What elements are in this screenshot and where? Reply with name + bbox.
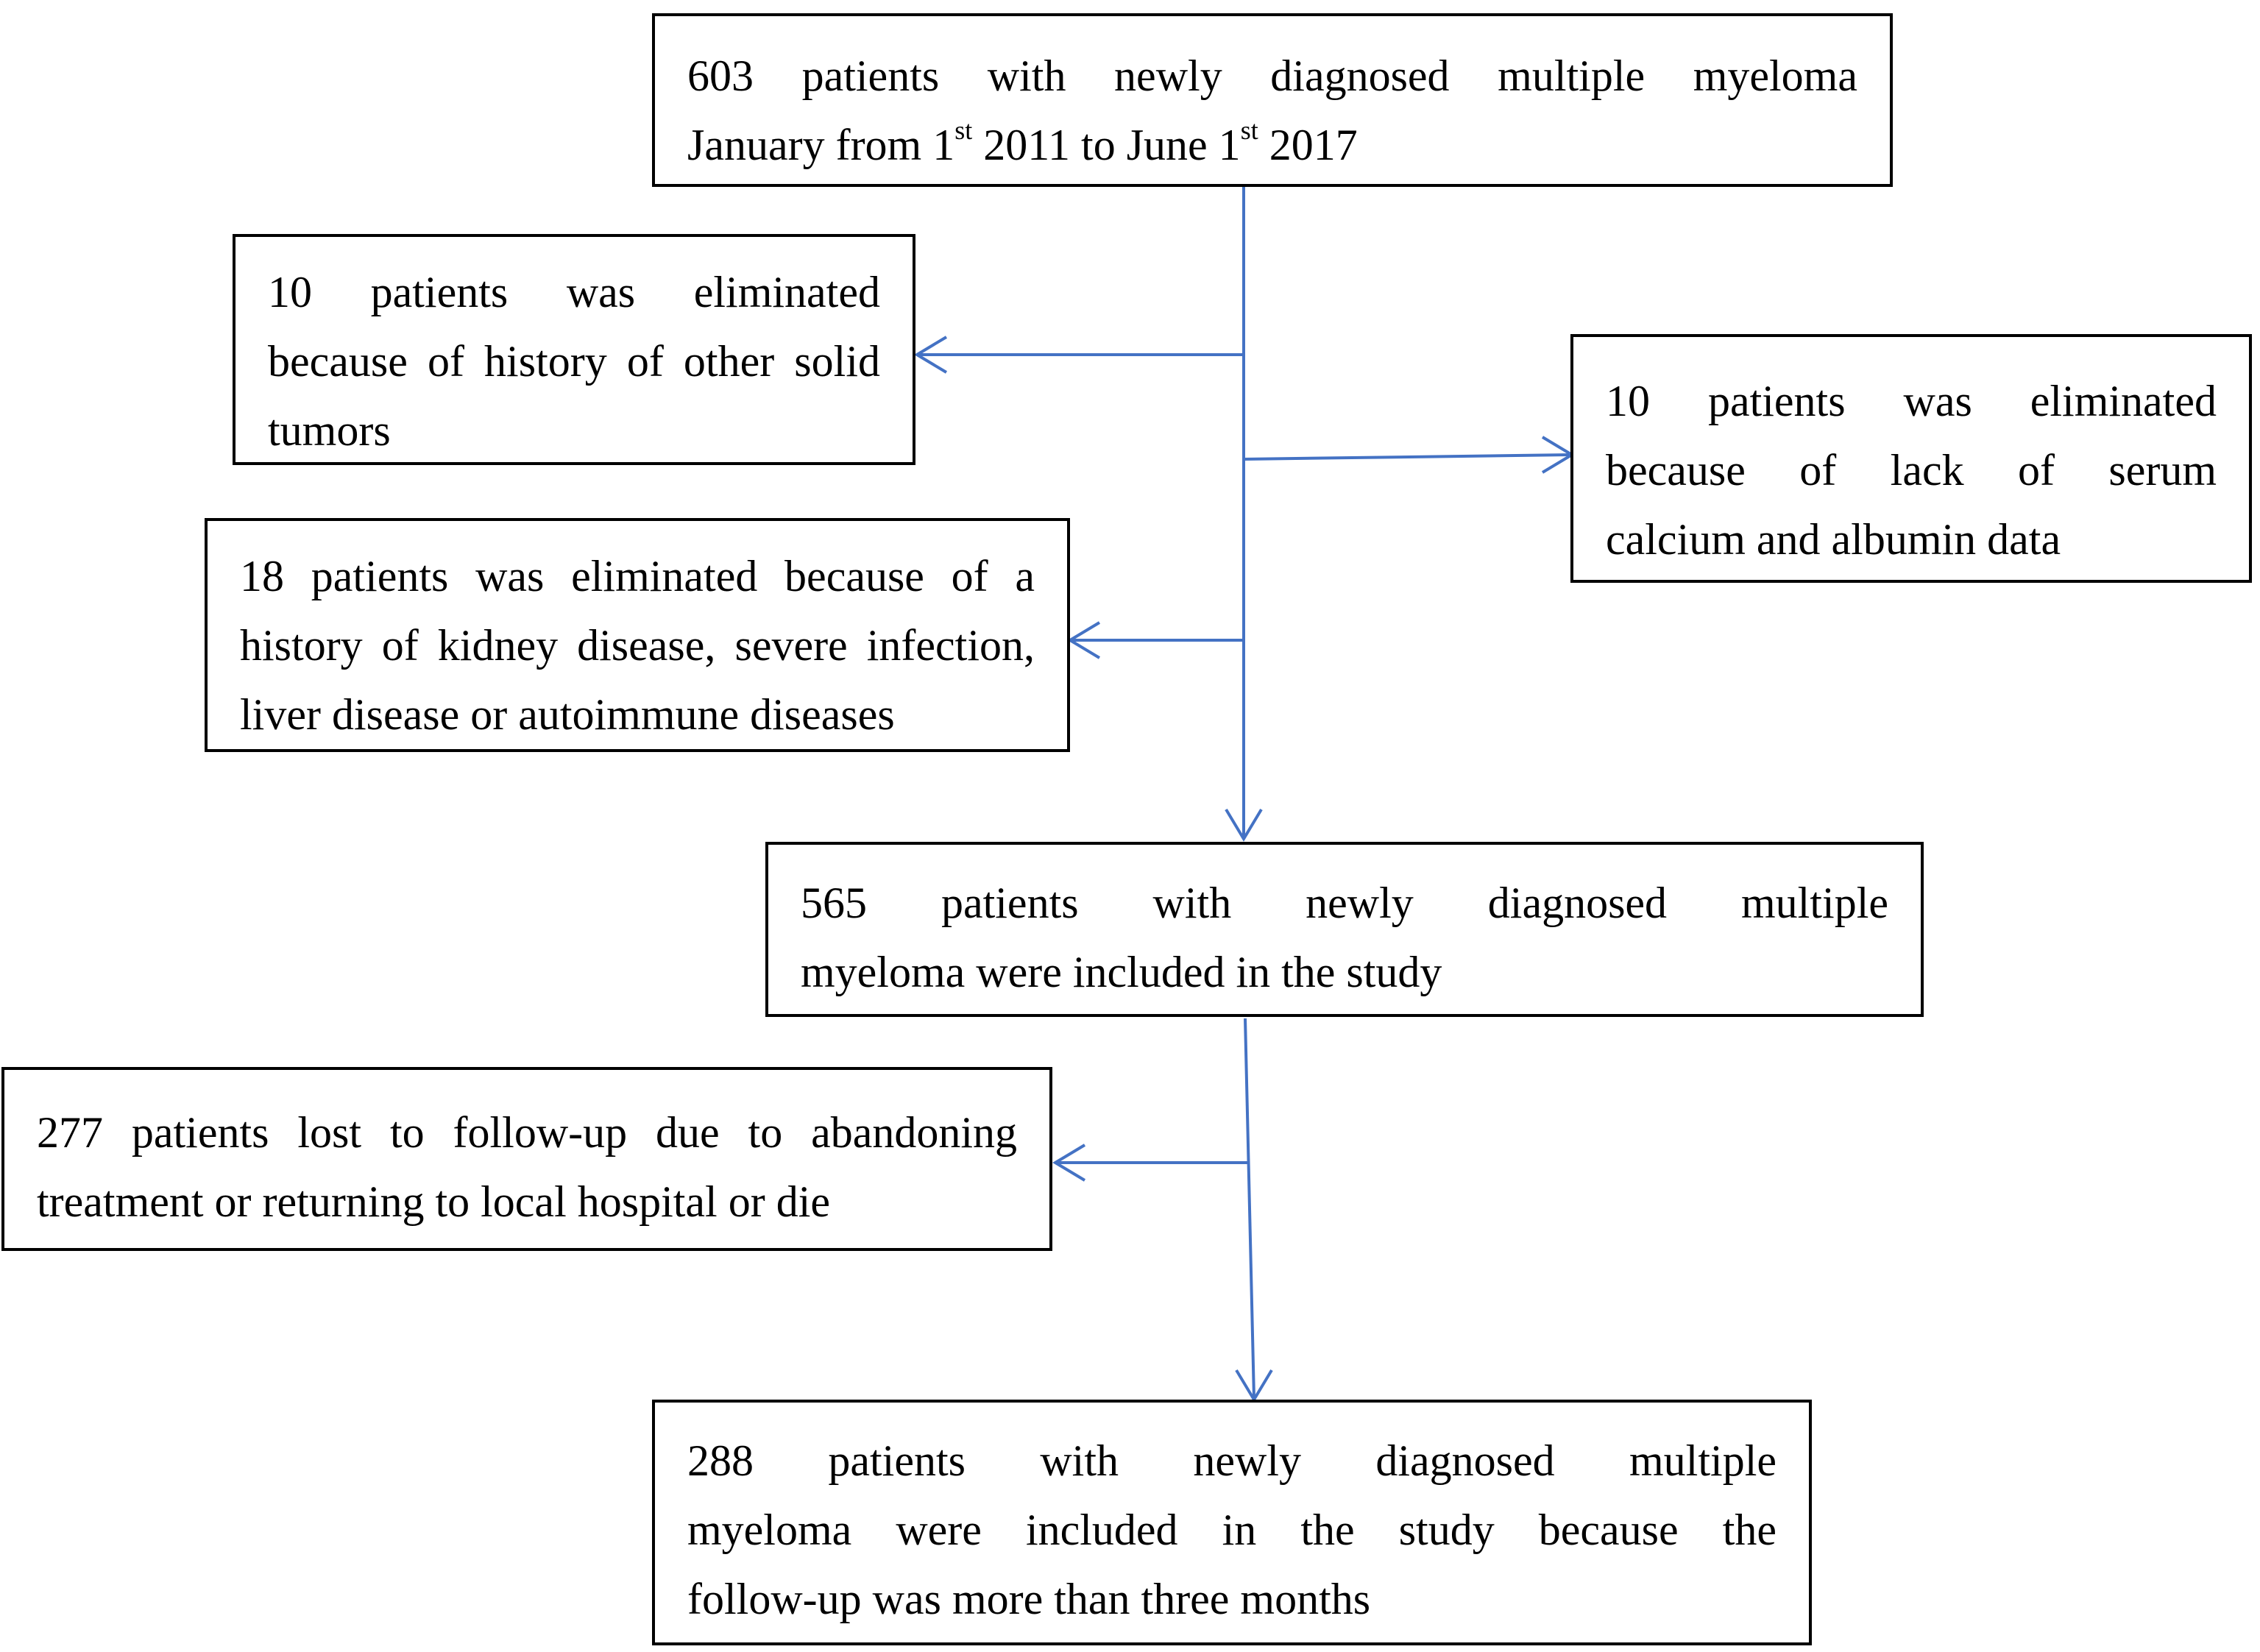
exclusion-box-kidney: 18 patients was eliminated because of a … bbox=[205, 518, 1070, 752]
kidney-line-2: history of kidney disease, severe infect… bbox=[240, 621, 1035, 670]
lost-followup-line-1: 277 patients lost to follow-up due to ab… bbox=[37, 1108, 1017, 1157]
solid-tumors-line-2: because of history of other solid bbox=[268, 337, 880, 386]
arrowhead-to-included bbox=[1225, 808, 1263, 842]
calcium-line-1: 10 patients was eliminated bbox=[1606, 377, 2217, 425]
arrowhead-to-kidney bbox=[1067, 621, 1101, 659]
start-line-2-sup-2: st bbox=[1240, 116, 1258, 145]
final-box: 288 patients with newly diagnosed multip… bbox=[652, 1400, 1812, 1645]
included-line-1: 565 patients with newly diagnosed multip… bbox=[801, 879, 1888, 927]
kidney-line-1: 18 patients was eliminated because of a bbox=[240, 552, 1035, 600]
kidney-line-3: liver disease or autoimmune diseases bbox=[240, 690, 895, 739]
start-line-1: 603 patients with newly diagnosed multip… bbox=[687, 52, 1857, 100]
calcium-line-2: because of lack of serum bbox=[1606, 446, 2217, 494]
included-line-2: myeloma were included in the study bbox=[801, 948, 1442, 996]
solid-tumors-line-3: tumors bbox=[268, 406, 391, 455]
start-line-2-c: 2017 bbox=[1258, 121, 1358, 169]
start-line-2-b: 2011 to June 1 bbox=[972, 121, 1241, 169]
trunk-line-lower bbox=[1244, 1018, 1255, 1399]
lost-followup-line-2: treatment or returning to local hospital… bbox=[37, 1177, 831, 1226]
start-box: 603 patients with newly diagnosed multip… bbox=[652, 13, 1893, 187]
lost-followup-box: 277 patients lost to follow-up due to ab… bbox=[1, 1067, 1052, 1251]
branch-to-calcium bbox=[1243, 453, 1571, 461]
exclusion-box-calcium: 10 patients was eliminated because of la… bbox=[1570, 334, 2252, 583]
final-line-2: myeloma were included in the study becau… bbox=[687, 1506, 1777, 1554]
arrowhead-to-solid-tumors bbox=[914, 336, 948, 374]
start-line-2-sup-1: st bbox=[954, 116, 973, 145]
included-box: 565 patients with newly diagnosed multip… bbox=[765, 842, 1924, 1017]
calcium-line-3: calcium and albumin data bbox=[1606, 515, 2061, 564]
solid-tumors-line-1: 10 patients was eliminated bbox=[268, 268, 880, 316]
arrowhead-to-lost-followup bbox=[1052, 1144, 1086, 1182]
exclusion-box-solid-tumors: 10 patients was eliminated because of hi… bbox=[233, 234, 915, 465]
start-line-2-a: January from 1 bbox=[687, 121, 955, 169]
final-line-1: 288 patients with newly diagnosed multip… bbox=[687, 1436, 1777, 1485]
final-line-3: follow-up was more than three months bbox=[687, 1575, 1371, 1623]
start-line-2: January from 1st 2011 to June 1st 2017 bbox=[687, 110, 1857, 180]
